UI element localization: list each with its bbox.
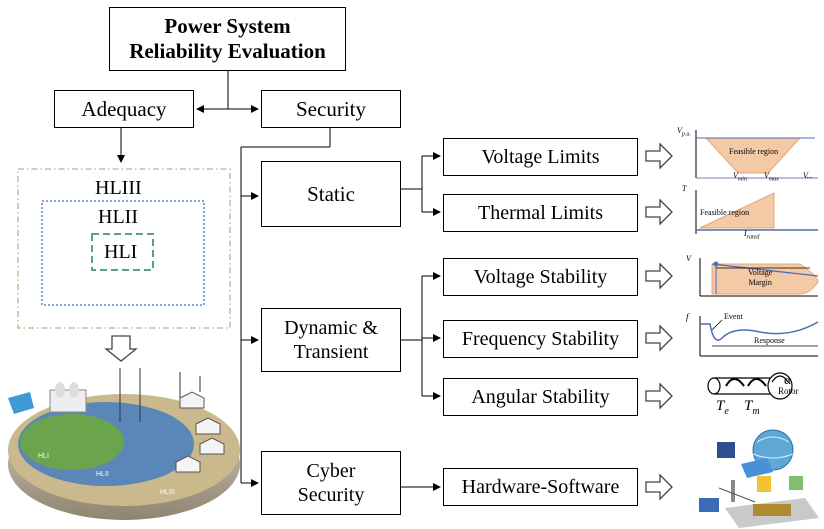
title-line-2: Reliability Evaluation <box>129 39 326 63</box>
hollow-arrow-icon <box>645 473 673 501</box>
angular-stability-label: Angular Stability <box>471 386 610 408</box>
hl3-label: HLIII <box>95 177 142 199</box>
voltage-margin-1: Voltage <box>748 268 773 277</box>
frequency-stability-plot <box>699 316 819 357</box>
adequacy-box: Adequacy <box>54 90 194 128</box>
grid-illustration: HLI HLII HLIII <box>8 368 240 520</box>
frequency-stability-box: Frequency Stability <box>443 320 638 358</box>
vmax-label: V <box>764 171 769 180</box>
thermal-limits-box: Thermal Limits <box>443 194 638 232</box>
voltage-stability-label: Voltage Stability <box>473 266 608 288</box>
dynamic-box: Dynamic & Transient <box>261 308 401 372</box>
illustration-hl3-label: HLIII <box>160 489 175 496</box>
alpha-label: α <box>784 372 791 387</box>
f-axis-label: f <box>686 312 689 322</box>
voltage-limits-plot <box>695 130 818 179</box>
voltage-limits-label: Voltage Limits <box>481 146 600 168</box>
event-label: Event <box>724 312 743 321</box>
security-label: Security <box>296 96 366 121</box>
hl2-frame <box>41 200 205 306</box>
te-label: T <box>716 398 725 414</box>
irated-label: I <box>744 229 747 238</box>
thermal-limits-plot <box>695 190 818 234</box>
security-box: Security <box>261 90 401 128</box>
dynamic-label-2: Transient <box>293 341 369 363</box>
hardware-software-label: Hardware-Software <box>461 476 620 498</box>
dynamic-label-1: Dynamic & <box>284 317 378 339</box>
static-label: Static <box>307 181 355 206</box>
hl2-label: HLII <box>98 206 138 228</box>
hollow-arrow-icon <box>645 382 673 410</box>
hollow-arrow-icon <box>645 142 673 170</box>
cyber-illustration <box>699 429 819 528</box>
t-axis-label: T <box>682 184 687 193</box>
illustration-hl2-label: HLII <box>96 471 109 478</box>
illustration-hl1-label: HLI <box>38 453 49 460</box>
hardware-software-box: Hardware-Software <box>443 468 638 506</box>
frequency-stability-label: Frequency Stability <box>461 328 620 350</box>
hollow-arrow-icon <box>645 262 673 290</box>
rotor-label: Rotor <box>778 386 799 396</box>
vpu-label: V <box>677 126 682 135</box>
tm-label: T <box>744 398 753 414</box>
down-arrow-icon <box>104 335 138 362</box>
hollow-arrow-icon <box>645 324 673 352</box>
static-box: Static <box>261 161 401 227</box>
cyber-label-2: Security <box>297 484 365 506</box>
hl3-frame <box>17 168 231 329</box>
response-label: Response <box>754 336 785 345</box>
cyber-box: Cyber Security <box>261 451 401 515</box>
voltage-stability-plot <box>699 258 819 297</box>
vmin-label: V <box>733 171 738 180</box>
feasible-region-label-2: Feasible region <box>700 208 750 217</box>
feasible-region-label-1: Feasible region <box>729 147 779 156</box>
hl1-label: HLI <box>104 241 138 263</box>
angular-stability-box: Angular Stability <box>443 378 638 416</box>
hollow-arrow-icon <box>645 198 673 226</box>
voltage-limits-box: Voltage Limits <box>443 138 638 176</box>
v-stab-axis-label: V <box>686 254 691 263</box>
title-box: Power System Reliability Evaluation <box>109 7 346 71</box>
title-line-1: Power System <box>164 14 291 38</box>
voltage-margin-2: Margin <box>748 278 772 287</box>
voltage-stability-box: Voltage Stability <box>443 258 638 296</box>
cyber-label-1: Cyber <box>306 460 356 482</box>
angular-stability-plot <box>707 372 793 400</box>
thermal-limits-label: Thermal Limits <box>478 202 603 224</box>
adequacy-label: Adequacy <box>81 96 167 121</box>
hl1-frame <box>91 233 154 271</box>
v-extra-label: V... <box>803 171 813 180</box>
